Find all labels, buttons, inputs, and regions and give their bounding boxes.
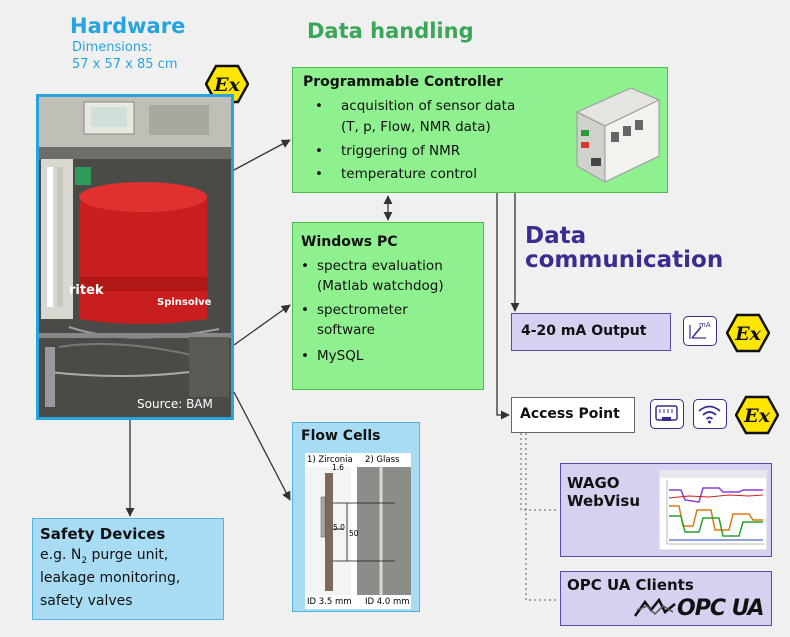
opc-ua-label: OPC UA Clients [567, 576, 694, 594]
windows-pc-title: Windows PC [301, 234, 398, 250]
ex-badge-icon: Ex [205, 64, 249, 104]
controller-title: Programmable Controller [303, 74, 504, 90]
controller-item-3: temperature control [341, 166, 477, 182]
hardware-photo-illustration [39, 97, 231, 417]
pc-item-3: MySQL [317, 348, 364, 364]
safety-line-1-sub: 2 [81, 555, 88, 566]
dim-50: 50 [349, 529, 359, 538]
flow-cells-title: Flow Cells [301, 428, 381, 444]
zirconia-label: 1) Zirconia [307, 455, 353, 465]
dim-1-6: 1.6 [332, 463, 344, 472]
safety-devices-box: Safety Devices e.g. N2 purge unit, leaka… [32, 518, 224, 620]
data-communication-heading-line2: communication [525, 247, 724, 273]
dotted-ap-to-opc [525, 433, 558, 601]
flow-cells-illustration [305, 467, 411, 595]
pc-item-2: spectrometer [317, 302, 408, 318]
output-label: 4-20 mA Output [521, 323, 647, 339]
access-point-box: Access Point [511, 397, 635, 433]
ex-badge-access-point-icon: Ex [735, 395, 779, 435]
pc-item-2b: software [317, 322, 375, 338]
controller-item-1b: (T, p, Flow, NMR data) [341, 119, 491, 135]
pc-bullet-1: • [301, 258, 309, 274]
opc-ua-clients-box: OPC UA Clients OPC UA [560, 571, 772, 626]
windows-pc-box: Windows PC • spectra evaluation (Matlab … [292, 222, 484, 390]
glass-label: 2) Glass [365, 455, 400, 465]
pc-item-1b: (Matlab watchdog) [317, 278, 444, 294]
photo-brand-text: Spinsolve [157, 297, 212, 308]
hardware-photo: ritek Spinsolve Source: BAM [36, 94, 234, 420]
access-point-label: Access Point [520, 406, 620, 422]
dimensions-value: 57 x 57 x 85 cm [72, 57, 178, 72]
arrow-hardware-to-controller [233, 139, 291, 171]
dotted-ap-to-wago [520, 433, 558, 511]
safety-line-1-prefix: e.g. N [40, 547, 82, 563]
arrow-controller-to-access-point [496, 193, 510, 420]
wifi-icon [693, 399, 727, 429]
pc-bullet-2: • [301, 302, 309, 318]
data-communication-heading-line1: Data [525, 223, 587, 249]
arrow-hardware-to-flowcells [233, 391, 291, 501]
data-handling-heading: Data handling [307, 19, 474, 43]
svg-text:Ex: Ex [213, 74, 240, 96]
safety-line-2: leakage monitoring, [40, 570, 181, 586]
programmable-controller-box: Programmable Controller • acquisition of… [292, 67, 668, 193]
controller-bullet-3: • [315, 166, 323, 182]
safety-line-1-suffix: purge unit, [87, 547, 169, 563]
output-box: 4-20 mA Output [511, 313, 671, 351]
wago-webvisu-box: WAGO WebVisu [560, 463, 772, 557]
safety-line-3: safety valves [40, 593, 133, 609]
webvisu-trend-thumbnail [659, 470, 767, 550]
pc-bullet-3: • [301, 348, 309, 364]
controller-bullet-1: • [315, 98, 323, 114]
ex-badge-output-icon: Ex [726, 313, 770, 353]
controller-item-2: triggering of NMR [341, 143, 461, 159]
plc-device-icon [575, 87, 661, 183]
svg-text:Ex: Ex [734, 323, 761, 345]
controller-bullet-2: • [315, 143, 323, 159]
safety-title: Safety Devices [40, 525, 166, 543]
safety-line-1: e.g. N2 purge unit, [40, 546, 168, 571]
flow-cells-image: 1) Zirconia 2) Glass 1.6 5.0 50 ID 3.5 m… [305, 453, 411, 609]
wago-line-2: WebVisu [567, 492, 641, 510]
opc-ua-logo: OPC UA [677, 596, 765, 621]
glass-id: ID 4.0 mm [365, 597, 410, 607]
arrow-hardware-to-pc [233, 304, 291, 346]
photo-source: Source: BAM [137, 397, 213, 411]
zirconia-id: ID 3.5 mm [307, 597, 352, 607]
opc-ua-logo-swoosh-icon [633, 598, 676, 617]
flow-cells-box: Flow Cells 1) Zirconia 2) Glass 1.6 5.0 … [292, 422, 420, 612]
controller-item-1: acquisition of sensor data [341, 98, 516, 114]
wago-line-1: WAGO [567, 474, 620, 492]
svg-text:Ex: Ex [743, 405, 770, 427]
ethernet-port-icon [650, 399, 684, 429]
pc-item-1: spectra evaluation [317, 258, 443, 274]
photo-logo-text: ritek [69, 283, 104, 298]
dimensions-label: Dimensions: [72, 40, 153, 55]
dim-5-0: 5.0 [333, 523, 345, 532]
hardware-heading: Hardware [70, 14, 186, 38]
meter-icon: mA [683, 316, 717, 346]
svg-text:mA: mA [699, 321, 711, 329]
